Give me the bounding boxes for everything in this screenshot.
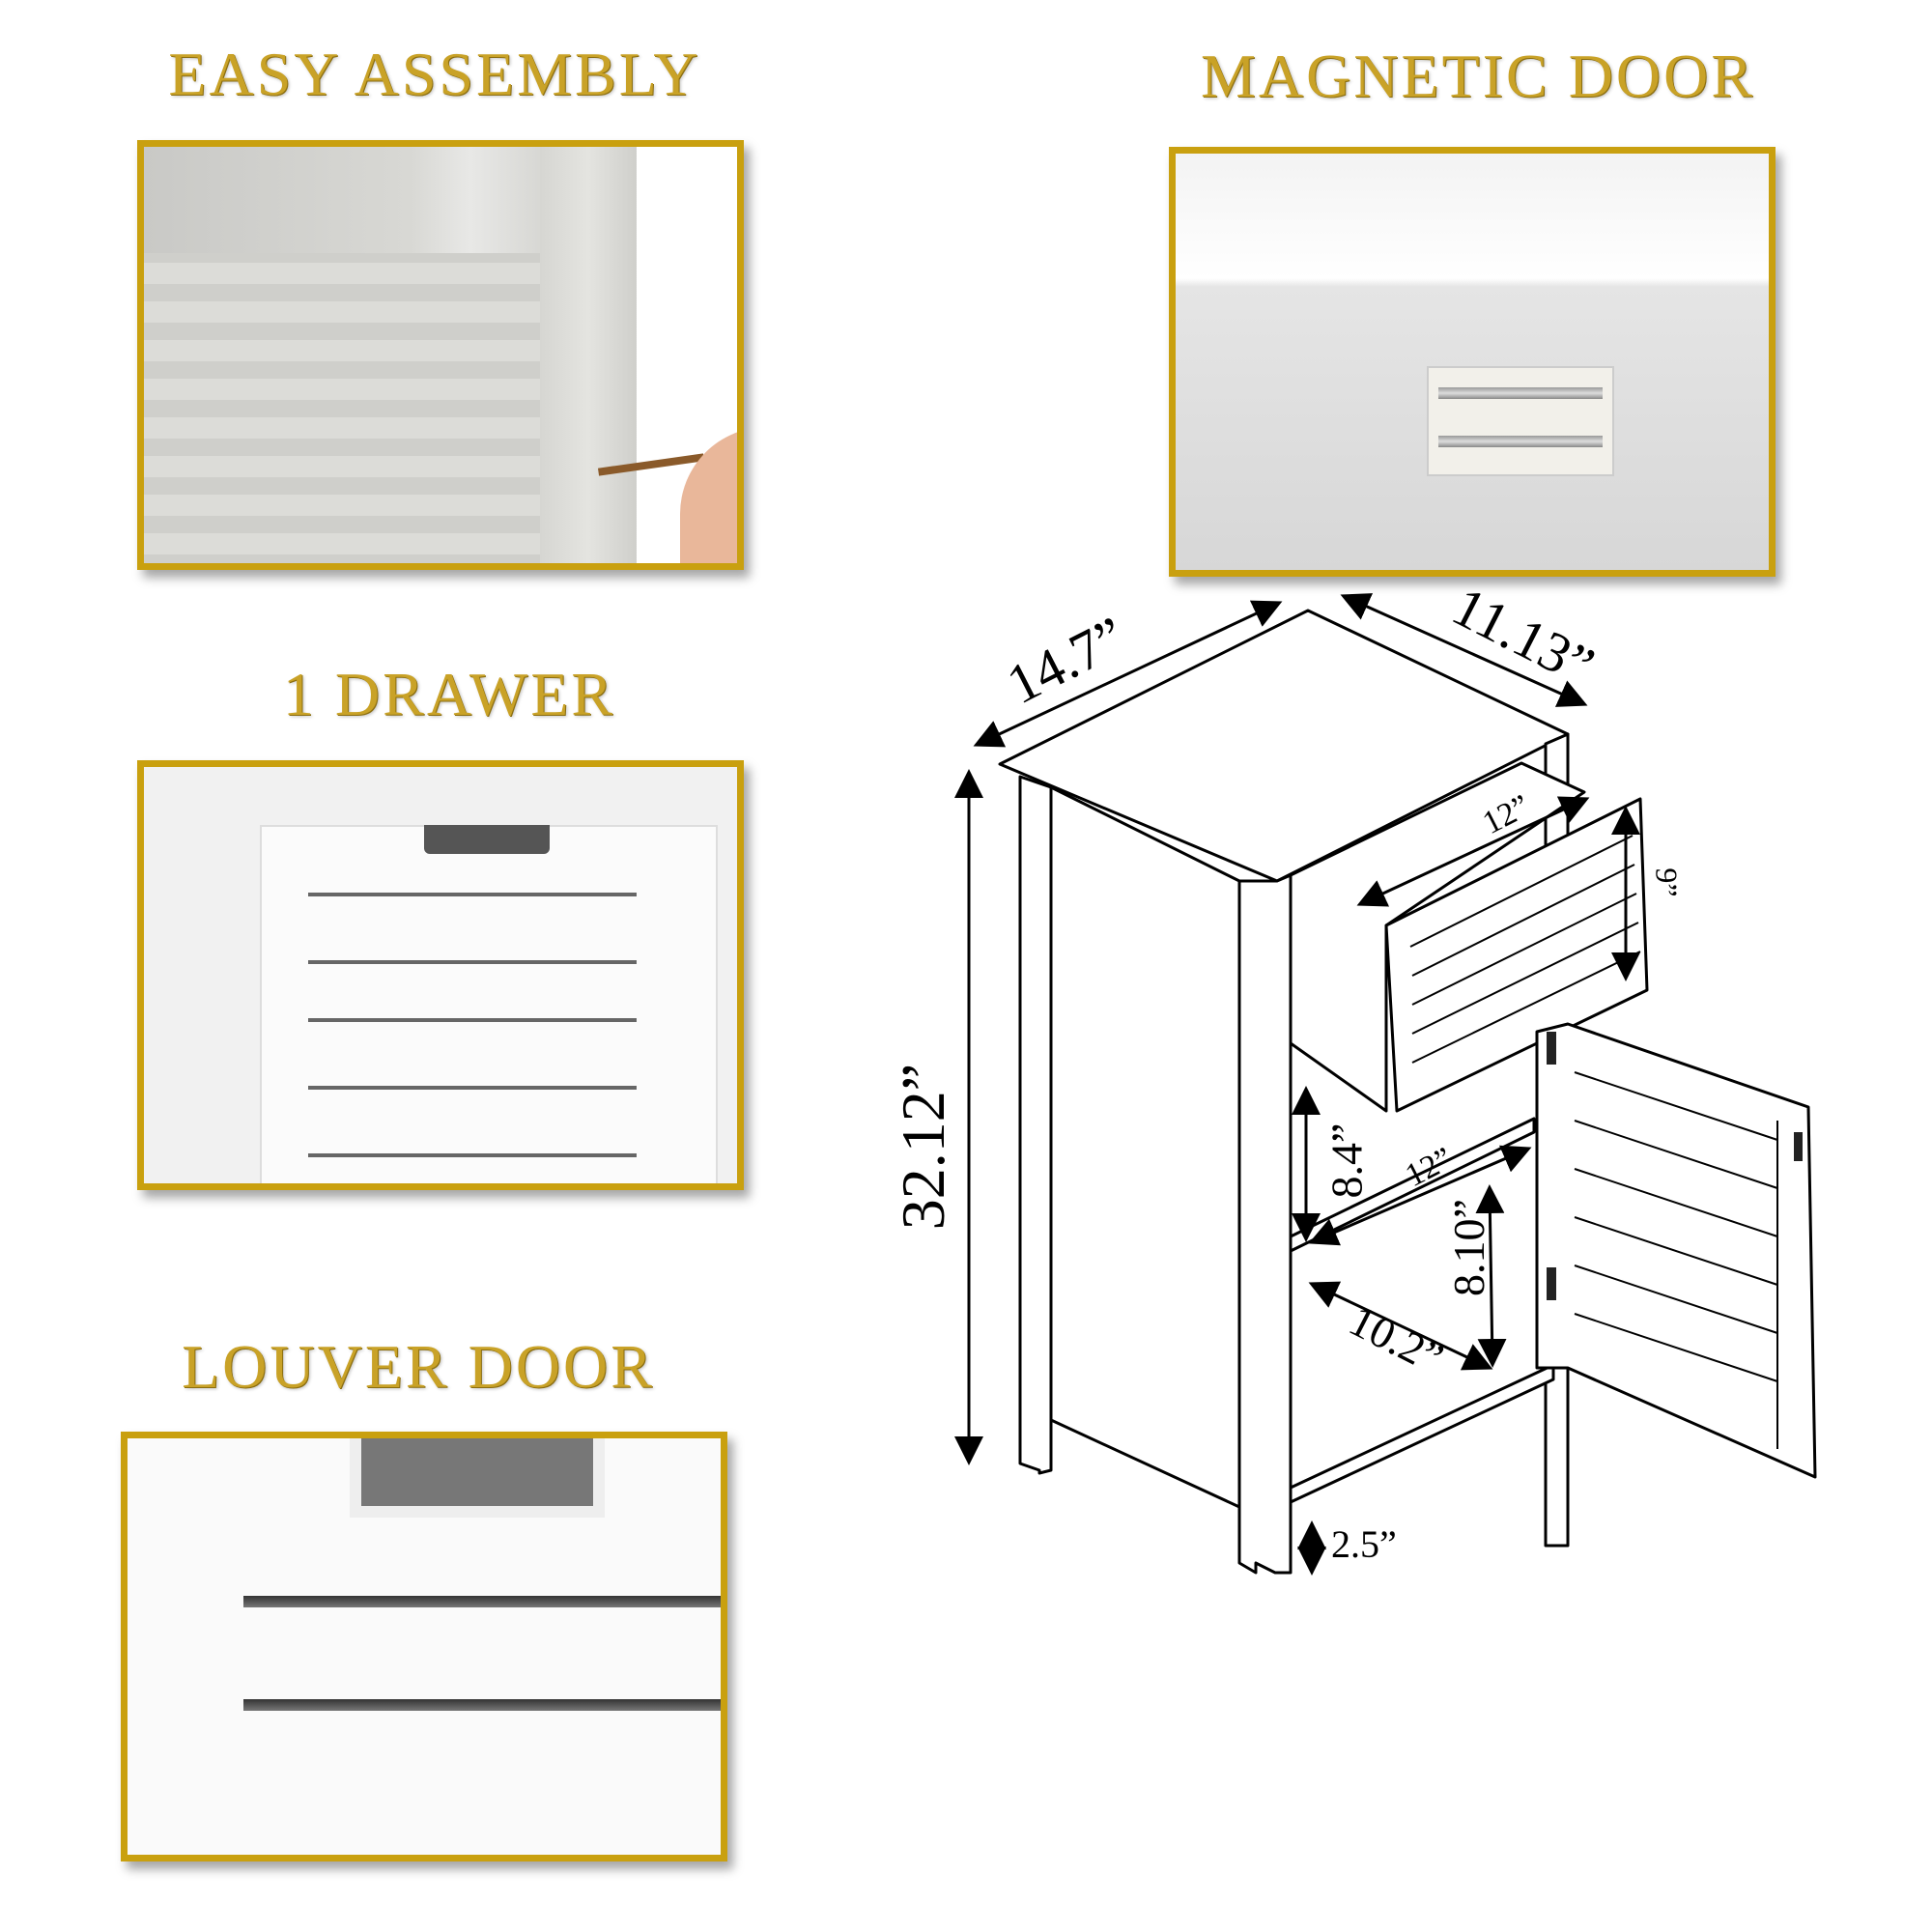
- door-hinges: [1547, 1032, 1803, 1300]
- title-magnetic-door: MAGNETIC DOOR: [1200, 42, 1756, 110]
- drawer-photo: [137, 760, 744, 1190]
- magnetic-door-photo: [1169, 147, 1776, 577]
- dimension-drawer-height: 9”: [1649, 867, 1685, 897]
- easy-assembly-photo: [137, 140, 744, 570]
- louver-door-photo: [121, 1432, 727, 1861]
- dimension-leg-height: 2.5”: [1331, 1522, 1397, 1566]
- hinge-icon: [1547, 1032, 1556, 1065]
- dimension-height: 32.12”: [889, 1063, 958, 1231]
- dimension-shelf-gap: 8.4”: [1321, 1122, 1372, 1199]
- cabinet-side: [1049, 785, 1241, 1509]
- dimension-arrows: [954, 593, 1640, 1576]
- cabinet-front-post: [1237, 873, 1293, 1575]
- cabinet-left-leg: [1018, 775, 1053, 1475]
- hinge-icon: [1794, 1132, 1803, 1161]
- dimension-lower-height: 8.10”: [1443, 1199, 1493, 1296]
- bottom-shelf: [1289, 1363, 1555, 1504]
- title-easy-assembly: EASY ASSEMBLY: [168, 40, 701, 108]
- title-louver-door: LOUVER DOOR: [182, 1332, 655, 1401]
- hinge-icon: [1547, 1267, 1556, 1300]
- title-1-drawer: 1 DRAWER: [282, 660, 616, 728]
